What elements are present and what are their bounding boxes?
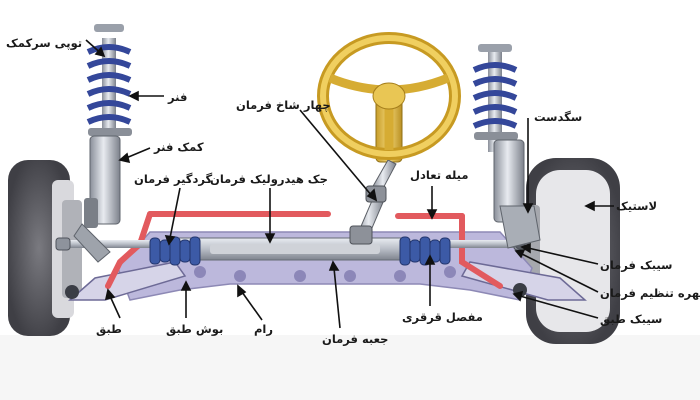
label-tire: لاستیک	[616, 199, 658, 213]
left-control-arm	[65, 261, 187, 301]
label-spring: فنر	[168, 90, 188, 104]
stabilizer-bar	[105, 211, 503, 289]
label-tie-rod-adjust-nut: مهره تنظیم فرمان	[600, 286, 700, 300]
steering-wheel	[317, 32, 461, 160]
label-u-joint: مفصل قرقری	[402, 310, 483, 324]
label-dust-boot: گردگیر فرمان	[134, 172, 213, 186]
label-steering-box: جعبه فرمان	[322, 332, 389, 346]
label-control-arm: طبق	[96, 322, 122, 336]
label-shock-absorber: کمک فنر	[154, 140, 204, 154]
leader-lines	[85, 39, 614, 329]
left-wheel	[8, 160, 82, 336]
left-strut	[73, 24, 132, 263]
label-control-arm-bushing: بوش طبق	[166, 322, 224, 336]
left-rack-boot	[149, 236, 201, 266]
label-top-mount: توپی سرکمک	[6, 36, 83, 50]
right-rack-boot	[399, 236, 451, 266]
label-steering-wheel: چهار شاخ فرمان	[236, 98, 331, 112]
label-rack-gear: جک هیدرولیک فرمان	[210, 172, 328, 186]
label-tie-rod: سیبک فرمان	[600, 258, 673, 272]
label-lower-ball-joint: سیبک طبق	[600, 312, 663, 326]
label-stabilizer-bar: میله تعادل	[410, 168, 469, 182]
label-subframe: رام	[254, 322, 273, 336]
steering-column	[349, 99, 403, 245]
label-strut-bearing: سگدست	[534, 110, 583, 124]
right-strut	[472, 44, 541, 249]
